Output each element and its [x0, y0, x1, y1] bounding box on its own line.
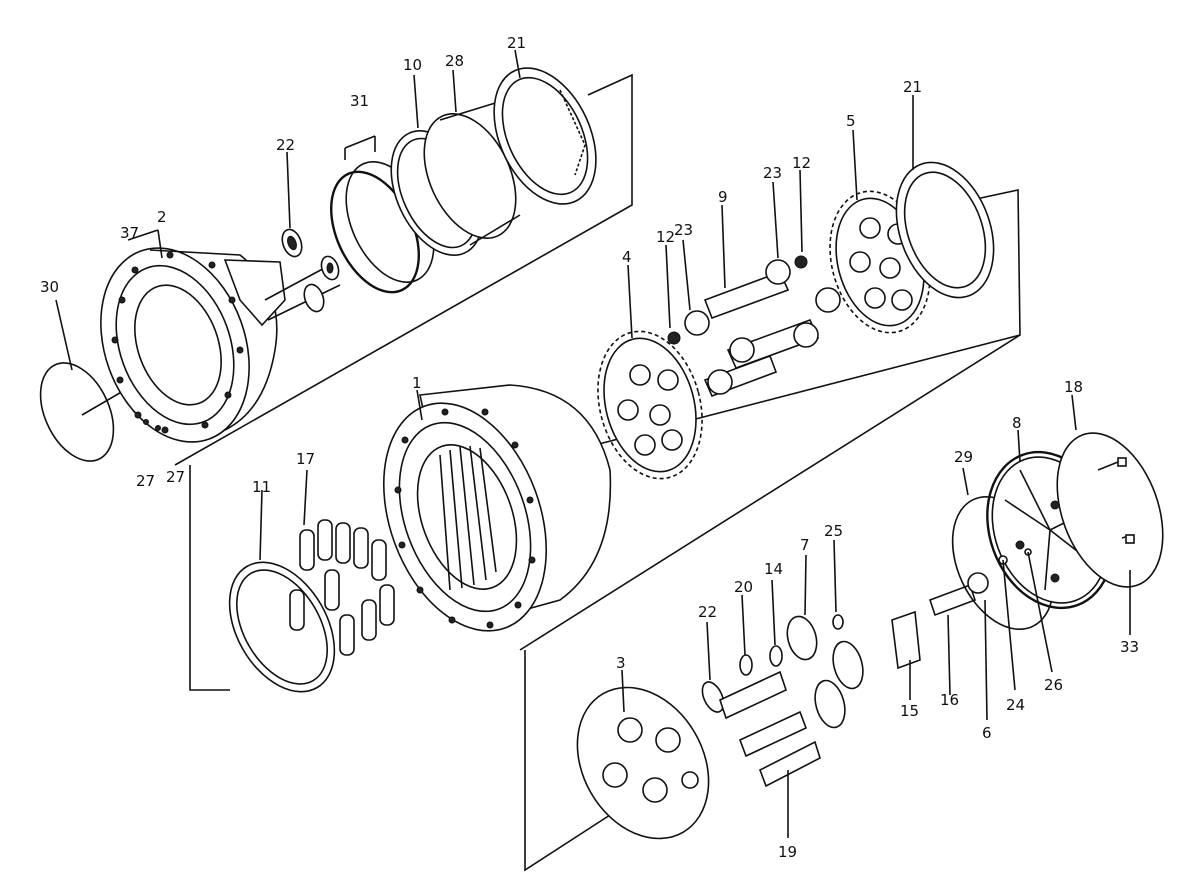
- part-24-26-pins: [998, 548, 1053, 691]
- part-label-14: 14: [764, 560, 783, 578]
- part-label-37: 37: [120, 224, 139, 242]
- part-3-carrier: [576, 669, 710, 840]
- part-15-16-sun-shaft: [891, 572, 989, 721]
- part-label-6: 6: [982, 724, 992, 742]
- part-2-housing: [100, 229, 341, 443]
- part-label-30: 30: [40, 278, 59, 296]
- part-label-16: 16: [940, 691, 959, 709]
- part-label-12b: 12: [656, 228, 675, 246]
- part-label-28: 28: [445, 52, 464, 70]
- part-label-1: 1: [412, 374, 422, 392]
- part-label-15: 15: [900, 702, 919, 720]
- part-28-ring: [423, 69, 521, 246]
- part-label-24: 24: [1006, 696, 1025, 714]
- part-label-22a: 22: [276, 136, 295, 154]
- part-labels: 21 28 10 31 22 37 2 30 27 27 21 5 23 12 …: [40, 34, 1139, 861]
- part-label-27b: 27: [166, 468, 185, 486]
- part-label-21b: 21: [903, 78, 922, 96]
- part-label-7: 7: [800, 536, 810, 554]
- part-label-25: 25: [824, 522, 843, 540]
- part-9-shaft-and-gears: [665, 169, 841, 398]
- part-label-26: 26: [1044, 676, 1063, 694]
- part-label-20: 20: [734, 578, 753, 596]
- part-label-12a: 12: [792, 154, 811, 172]
- part-label-2: 2: [157, 208, 167, 226]
- part-label-10: 10: [403, 56, 422, 74]
- part-21-bearing-top: [493, 49, 597, 205]
- part-11-ring: [228, 489, 336, 693]
- part-label-22b: 22: [698, 603, 717, 621]
- part-7-gear-train: [701, 539, 864, 838]
- part-label-4: 4: [622, 248, 632, 266]
- part-label-23a: 23: [763, 164, 782, 182]
- part-label-11: 11: [252, 478, 271, 496]
- part-label-23b: 23: [674, 221, 693, 239]
- part-label-9: 9: [718, 188, 728, 206]
- part-label-8: 8: [1012, 414, 1022, 432]
- part-1-drum: [382, 384, 612, 632]
- part-label-18: 18: [1064, 378, 1083, 396]
- part-label-3: 3: [616, 654, 626, 672]
- part-label-31: 31: [350, 92, 369, 110]
- part-22-bearing-top: [281, 151, 340, 313]
- part-label-5: 5: [846, 112, 856, 130]
- part-4-carrier: [597, 264, 703, 480]
- part-18-cover: [1056, 394, 1164, 635]
- part-17-roller-cage: [289, 469, 395, 656]
- part-label-21a: 21: [507, 34, 526, 52]
- part-label-29: 29: [954, 448, 973, 466]
- part-label-17: 17: [296, 450, 315, 468]
- part-21-bearing-right: [895, 95, 995, 299]
- part-label-33: 33: [1120, 638, 1139, 656]
- part-label-19: 19: [778, 843, 797, 861]
- part-label-27a: 27: [136, 472, 155, 490]
